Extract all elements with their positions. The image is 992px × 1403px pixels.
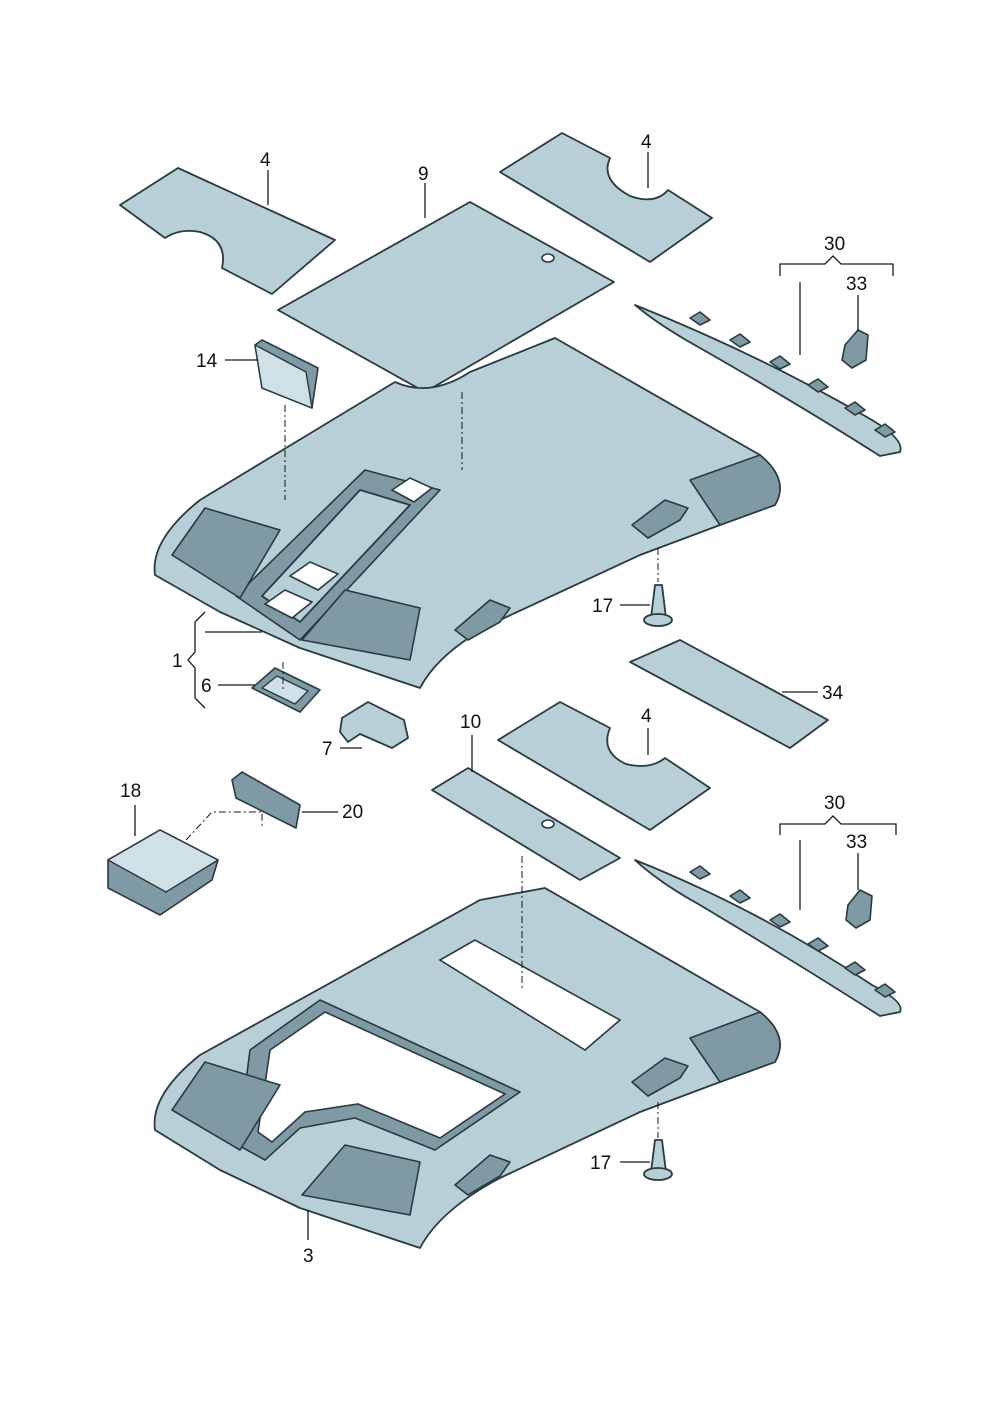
part-33-clip-lower: [845, 889, 873, 929]
callout-14: 14: [196, 351, 218, 372]
part-4-pad-lower: [497, 701, 711, 831]
callout-18: 18: [120, 781, 141, 802]
part-6-light-lens: [261, 675, 309, 705]
callout-30-lower: 30: [824, 793, 845, 814]
part-3-left-pod: [171, 1061, 281, 1151]
part-1-window-a: [390, 477, 434, 503]
callout-20: 20: [342, 802, 363, 823]
part-3-rear-opening: [438, 939, 622, 1051]
part-1-right-pod: [301, 589, 421, 661]
callout-4-top-right: 4: [641, 132, 652, 153]
part-4-pad-right: [499, 132, 713, 263]
part-3-sunroof-opening: [257, 1011, 507, 1144]
part-1-headliner-rim: [689, 454, 781, 526]
callout-17-upper: 17: [592, 596, 613, 617]
part-30-trim-strip-upper: [634, 304, 902, 457]
callout-34: 34: [822, 683, 844, 704]
part-18-module-top: [107, 829, 219, 893]
part-34-insulation-strip: [629, 639, 829, 749]
callout-labels: 4 9 4 30 33 14 17 1 6 34 7 10 4 18 20 30…: [120, 132, 867, 1267]
callout-1: 1: [172, 651, 183, 672]
part-1-left-pod: [171, 507, 281, 599]
part-30-trim-strip-lower: [634, 859, 902, 1017]
part-1-window-c: [263, 589, 314, 619]
leader-lines: [134, 152, 897, 1240]
part-30-clips-upper: [689, 311, 896, 438]
callout-33-lower: 33: [846, 832, 867, 853]
part-1-window-b: [288, 561, 340, 591]
part-9-hole: [541, 253, 555, 263]
callout-10: 10: [460, 712, 481, 733]
part-3-right-pod: [301, 1144, 421, 1216]
part-10-hole: [541, 819, 555, 829]
part-9-insulation-mat: [277, 201, 615, 393]
part-7-bracket: [339, 701, 409, 749]
part-14-block-face: [254, 344, 313, 409]
callout-4-top-left: 4: [260, 150, 271, 171]
part-1-handle-right: [631, 499, 689, 539]
callout-3: 3: [303, 1246, 314, 1267]
part-1-handle-left: [454, 599, 511, 641]
part-3-handle-left: [454, 1154, 511, 1196]
part-17-fastener-lower: [643, 1139, 673, 1181]
part-20-spacer: [231, 771, 301, 829]
part-30-clips-lower: [689, 865, 896, 998]
callout-7: 7: [322, 739, 333, 760]
callout-4-lower: 4: [641, 706, 652, 727]
part-3-headliner-rim: [689, 1011, 781, 1083]
assembly-axis-lines: [185, 392, 659, 1138]
callout-30-upper: 30: [824, 234, 845, 255]
part-10-strip-mat: [431, 767, 621, 881]
callout-17-lower: 17: [590, 1153, 611, 1174]
part-4-pad-left: [119, 167, 336, 295]
part-3-handle-right: [631, 1057, 689, 1097]
callout-33-upper: 33: [846, 274, 867, 295]
callout-6: 6: [201, 676, 212, 697]
part-17-fastener-upper: [643, 584, 673, 627]
callout-9: 9: [418, 164, 429, 185]
part-33-clip-upper: [841, 329, 869, 369]
